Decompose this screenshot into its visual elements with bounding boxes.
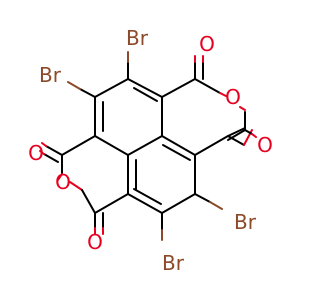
bond bbox=[227, 135, 245, 146]
bond bbox=[94, 193, 129, 214]
bond bbox=[94, 135, 129, 156]
molecule-structure: Br Br Br Br O O O O O O bbox=[28, 26, 273, 275]
bond bbox=[67, 81, 81, 90]
atom-o-left-ring: O bbox=[55, 170, 71, 194]
anhydride-upper-right bbox=[194, 55, 257, 156]
atom-o-top-right-carbonyl: O bbox=[199, 32, 215, 56]
bond bbox=[239, 106, 246, 111]
atom-br-upper-left: Br bbox=[39, 63, 62, 87]
bond bbox=[127, 135, 163, 156]
bond-double bbox=[39, 150, 45, 155]
bond-double bbox=[43, 153, 59, 163]
bond bbox=[194, 78, 221, 94]
atom-br-bottom: Br bbox=[162, 251, 185, 275]
atom-br-top: Br bbox=[126, 26, 149, 50]
bond-double-inner bbox=[133, 87, 158, 102]
bond bbox=[161, 78, 196, 98]
bond bbox=[94, 78, 129, 98]
atom-labels: Br Br Br Br O O O O O O bbox=[28, 26, 273, 275]
bond bbox=[209, 201, 223, 210]
bond bbox=[69, 181, 83, 191]
bond bbox=[41, 142, 47, 147]
atom-o-left-carbonyl: O bbox=[28, 141, 44, 165]
bond-double bbox=[244, 129, 253, 135]
bond bbox=[194, 135, 229, 156]
bond bbox=[81, 189, 96, 214]
bond bbox=[161, 193, 196, 214]
bond-double-inner bbox=[133, 188, 162, 205]
molecule-canvas: Br Br Br Br O O O O O O bbox=[28, 26, 273, 275]
bond bbox=[127, 193, 163, 214]
bond bbox=[161, 135, 196, 156]
bond bbox=[61, 135, 96, 156]
atom-br-lower-right: Br bbox=[234, 210, 257, 234]
anhydride-lower-left bbox=[39, 142, 104, 235]
bond-double bbox=[251, 133, 257, 138]
naphthalene-core bbox=[61, 78, 196, 214]
bond bbox=[227, 127, 246, 137]
bond bbox=[79, 88, 96, 98]
bond bbox=[219, 92, 227, 97]
bond bbox=[57, 173, 63, 181]
bond bbox=[194, 193, 211, 203]
atom-o-right-carbonyl: O bbox=[257, 133, 273, 157]
atom-o-right-ring: O bbox=[225, 85, 241, 109]
bromine-bonds bbox=[67, 51, 223, 241]
bond bbox=[127, 78, 163, 98]
bond bbox=[45, 145, 63, 156]
atom-o-bottom-carbonyl: O bbox=[87, 230, 103, 254]
bond-double-inner bbox=[162, 144, 191, 161]
